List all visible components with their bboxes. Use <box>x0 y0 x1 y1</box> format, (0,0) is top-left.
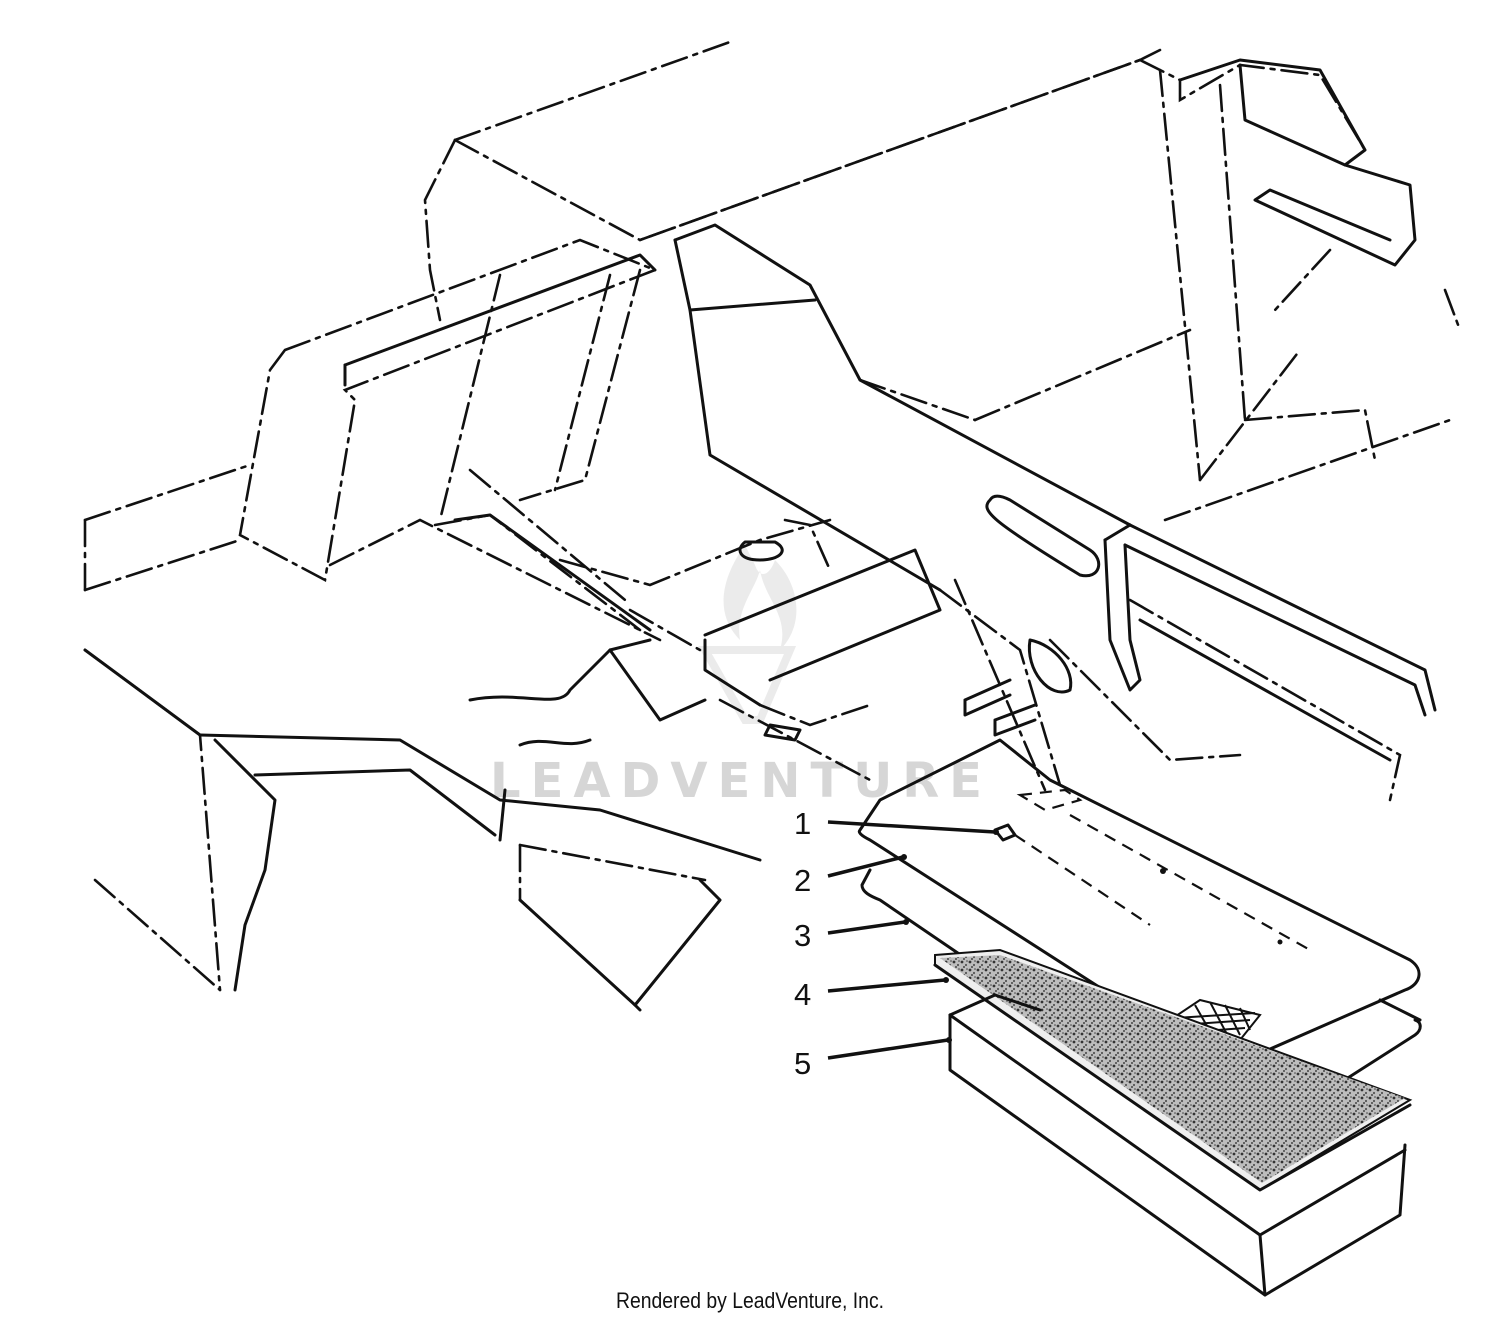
center-frame <box>558 518 942 782</box>
lower-block <box>518 843 722 1012</box>
part-4-foam-filter <box>933 948 1413 1192</box>
frame-outline <box>83 40 1462 592</box>
upper-right-bracket <box>1138 58 1417 482</box>
part-5-base-box <box>948 993 1407 1297</box>
center-pins <box>963 678 1037 737</box>
callout-4: 4 <box>794 977 811 1012</box>
footer-credit: Rendered by LeadVenture, Inc. <box>615 1288 885 1313</box>
left-bracket <box>238 238 659 582</box>
callout-5: 5 <box>794 1046 811 1081</box>
part-1-screw <box>953 578 1151 926</box>
watermark-logo <box>698 545 797 724</box>
callout-3: 3 <box>794 918 811 953</box>
left-tray <box>433 468 707 747</box>
callout-leaders <box>827 820 999 1060</box>
right-beam <box>673 223 1437 802</box>
callout-1: 1 <box>794 806 811 841</box>
callout-2: 2 <box>794 863 811 898</box>
left-floor-panel <box>83 518 762 992</box>
watermark-text: LEADVENTURE <box>490 753 992 809</box>
